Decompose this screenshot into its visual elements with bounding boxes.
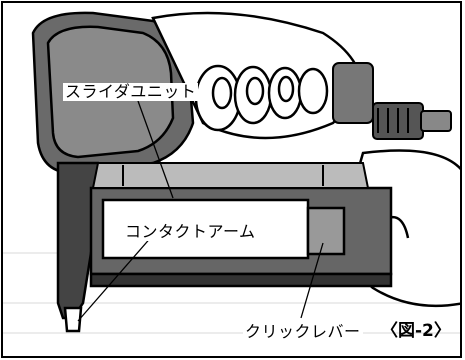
grip-hand: [151, 11, 365, 140]
callout-lines: [77, 100, 324, 322]
nailer-illustration: [3, 11, 460, 334]
air-coupling: [332, 62, 452, 140]
label-contact-arm: コンタクトアーム: [123, 222, 258, 241]
figure-number: 〈図-2〉: [381, 321, 451, 341]
slide-unit: [91, 162, 370, 189]
slide-unit-leader: [137, 100, 174, 199]
label-slide-unit: スライダユニット: [63, 82, 199, 101]
contact-arm-leader: [77, 234, 154, 322]
label-click-lever: クリックレバー: [243, 322, 363, 341]
click-lever-leader: [300, 242, 324, 319]
